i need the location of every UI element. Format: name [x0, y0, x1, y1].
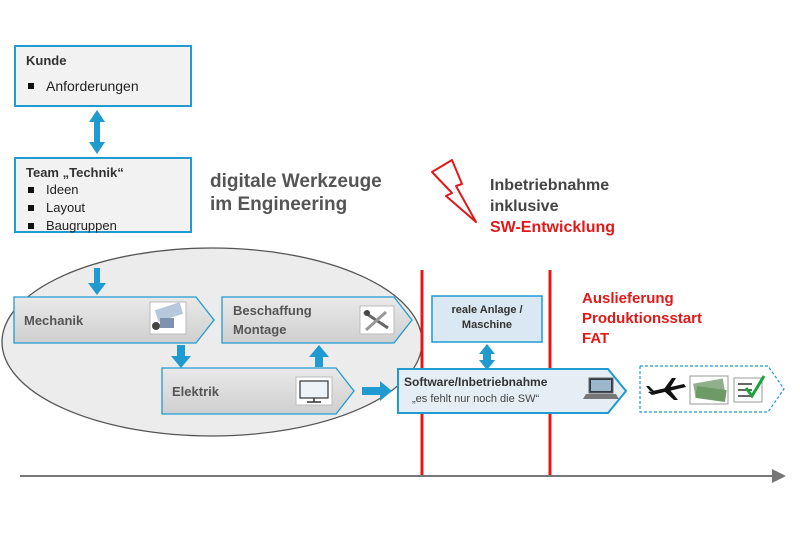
- delivery-line1: Auslieferung: [582, 290, 674, 307]
- software-label: Software/Inbetriebnahme „es fehlt nur no…: [404, 375, 547, 405]
- tools-heading: digitale Werkzeuge im Engineering: [210, 170, 382, 216]
- anlage-line2: Maschine: [461, 319, 513, 331]
- team-mechanik-arrow: [88, 268, 106, 295]
- elektrik-label: Elektrik: [172, 384, 219, 399]
- kunde-list: Anforderungen: [26, 77, 139, 95]
- anlage-software-double-arrow: [479, 344, 495, 370]
- anlage-line1: reale Anlage /: [451, 304, 523, 316]
- anlage-label: reale Anlage / Maschine: [432, 303, 542, 333]
- anlage-shape: [431, 295, 543, 343]
- elektrik-beschaffung-arrow: [309, 345, 329, 367]
- team-item: Baugruppen: [26, 217, 117, 235]
- timeline-arrow: [20, 469, 786, 483]
- tools-icon: [359, 305, 395, 335]
- beschaffung-label: Beschaffung Montage: [233, 301, 312, 339]
- kunde-title: Kunde: [26, 53, 67, 68]
- beschaffung-line2: Montage: [233, 322, 287, 337]
- mechanik-label: Mechanik: [24, 313, 84, 328]
- team-item: Layout: [26, 199, 117, 217]
- commissioning-line3: SW-Entwicklung: [490, 219, 616, 236]
- delivery-text: Auslieferung Produktionsstart FAT: [582, 289, 702, 349]
- software-shape: [397, 368, 628, 414]
- tools-heading-line1: digitale Werkzeuge: [210, 171, 382, 192]
- team-box: Team „Technik“ Ideen Layout Baugruppen: [14, 157, 192, 233]
- tools-heading-line2: im Engineering: [210, 194, 348, 215]
- team-list: Ideen Layout Baugruppen: [26, 181, 117, 235]
- kunde-team-double-arrow: [89, 110, 105, 154]
- elektrik-software-arrow: [362, 381, 392, 401]
- mechanik-elektrik-arrow: [171, 345, 191, 368]
- team-title: Team „Technik“: [26, 165, 124, 180]
- team-item: Ideen: [26, 181, 117, 199]
- commissioning-line1: Inbetriebnahme: [490, 177, 610, 194]
- commissioning-line2: inklusive: [490, 198, 559, 215]
- delivery-line3: FAT: [582, 330, 610, 347]
- kunde-item: Anforderungen: [26, 77, 139, 95]
- mechanics-icon: [149, 301, 187, 335]
- delivery-line2: Produktionsstart: [582, 310, 703, 327]
- kunde-box: Kunde Anforderungen: [14, 45, 192, 107]
- software-line1: Software/Inbetriebnahme: [404, 375, 548, 389]
- commissioning-text: Inbetriebnahme inklusive SW-Entwicklung: [490, 175, 615, 238]
- laptop-icon: [583, 377, 619, 399]
- airplane-icon: [646, 378, 686, 400]
- monitor-icon: [295, 376, 333, 406]
- software-line2: „es fehlt nur noch die SW“: [412, 393, 540, 405]
- lightning-icon: [431, 159, 477, 223]
- checklist-icon: [733, 375, 766, 403]
- beschaffung-line1: Beschaffung: [233, 303, 312, 318]
- money-icon: [689, 375, 729, 405]
